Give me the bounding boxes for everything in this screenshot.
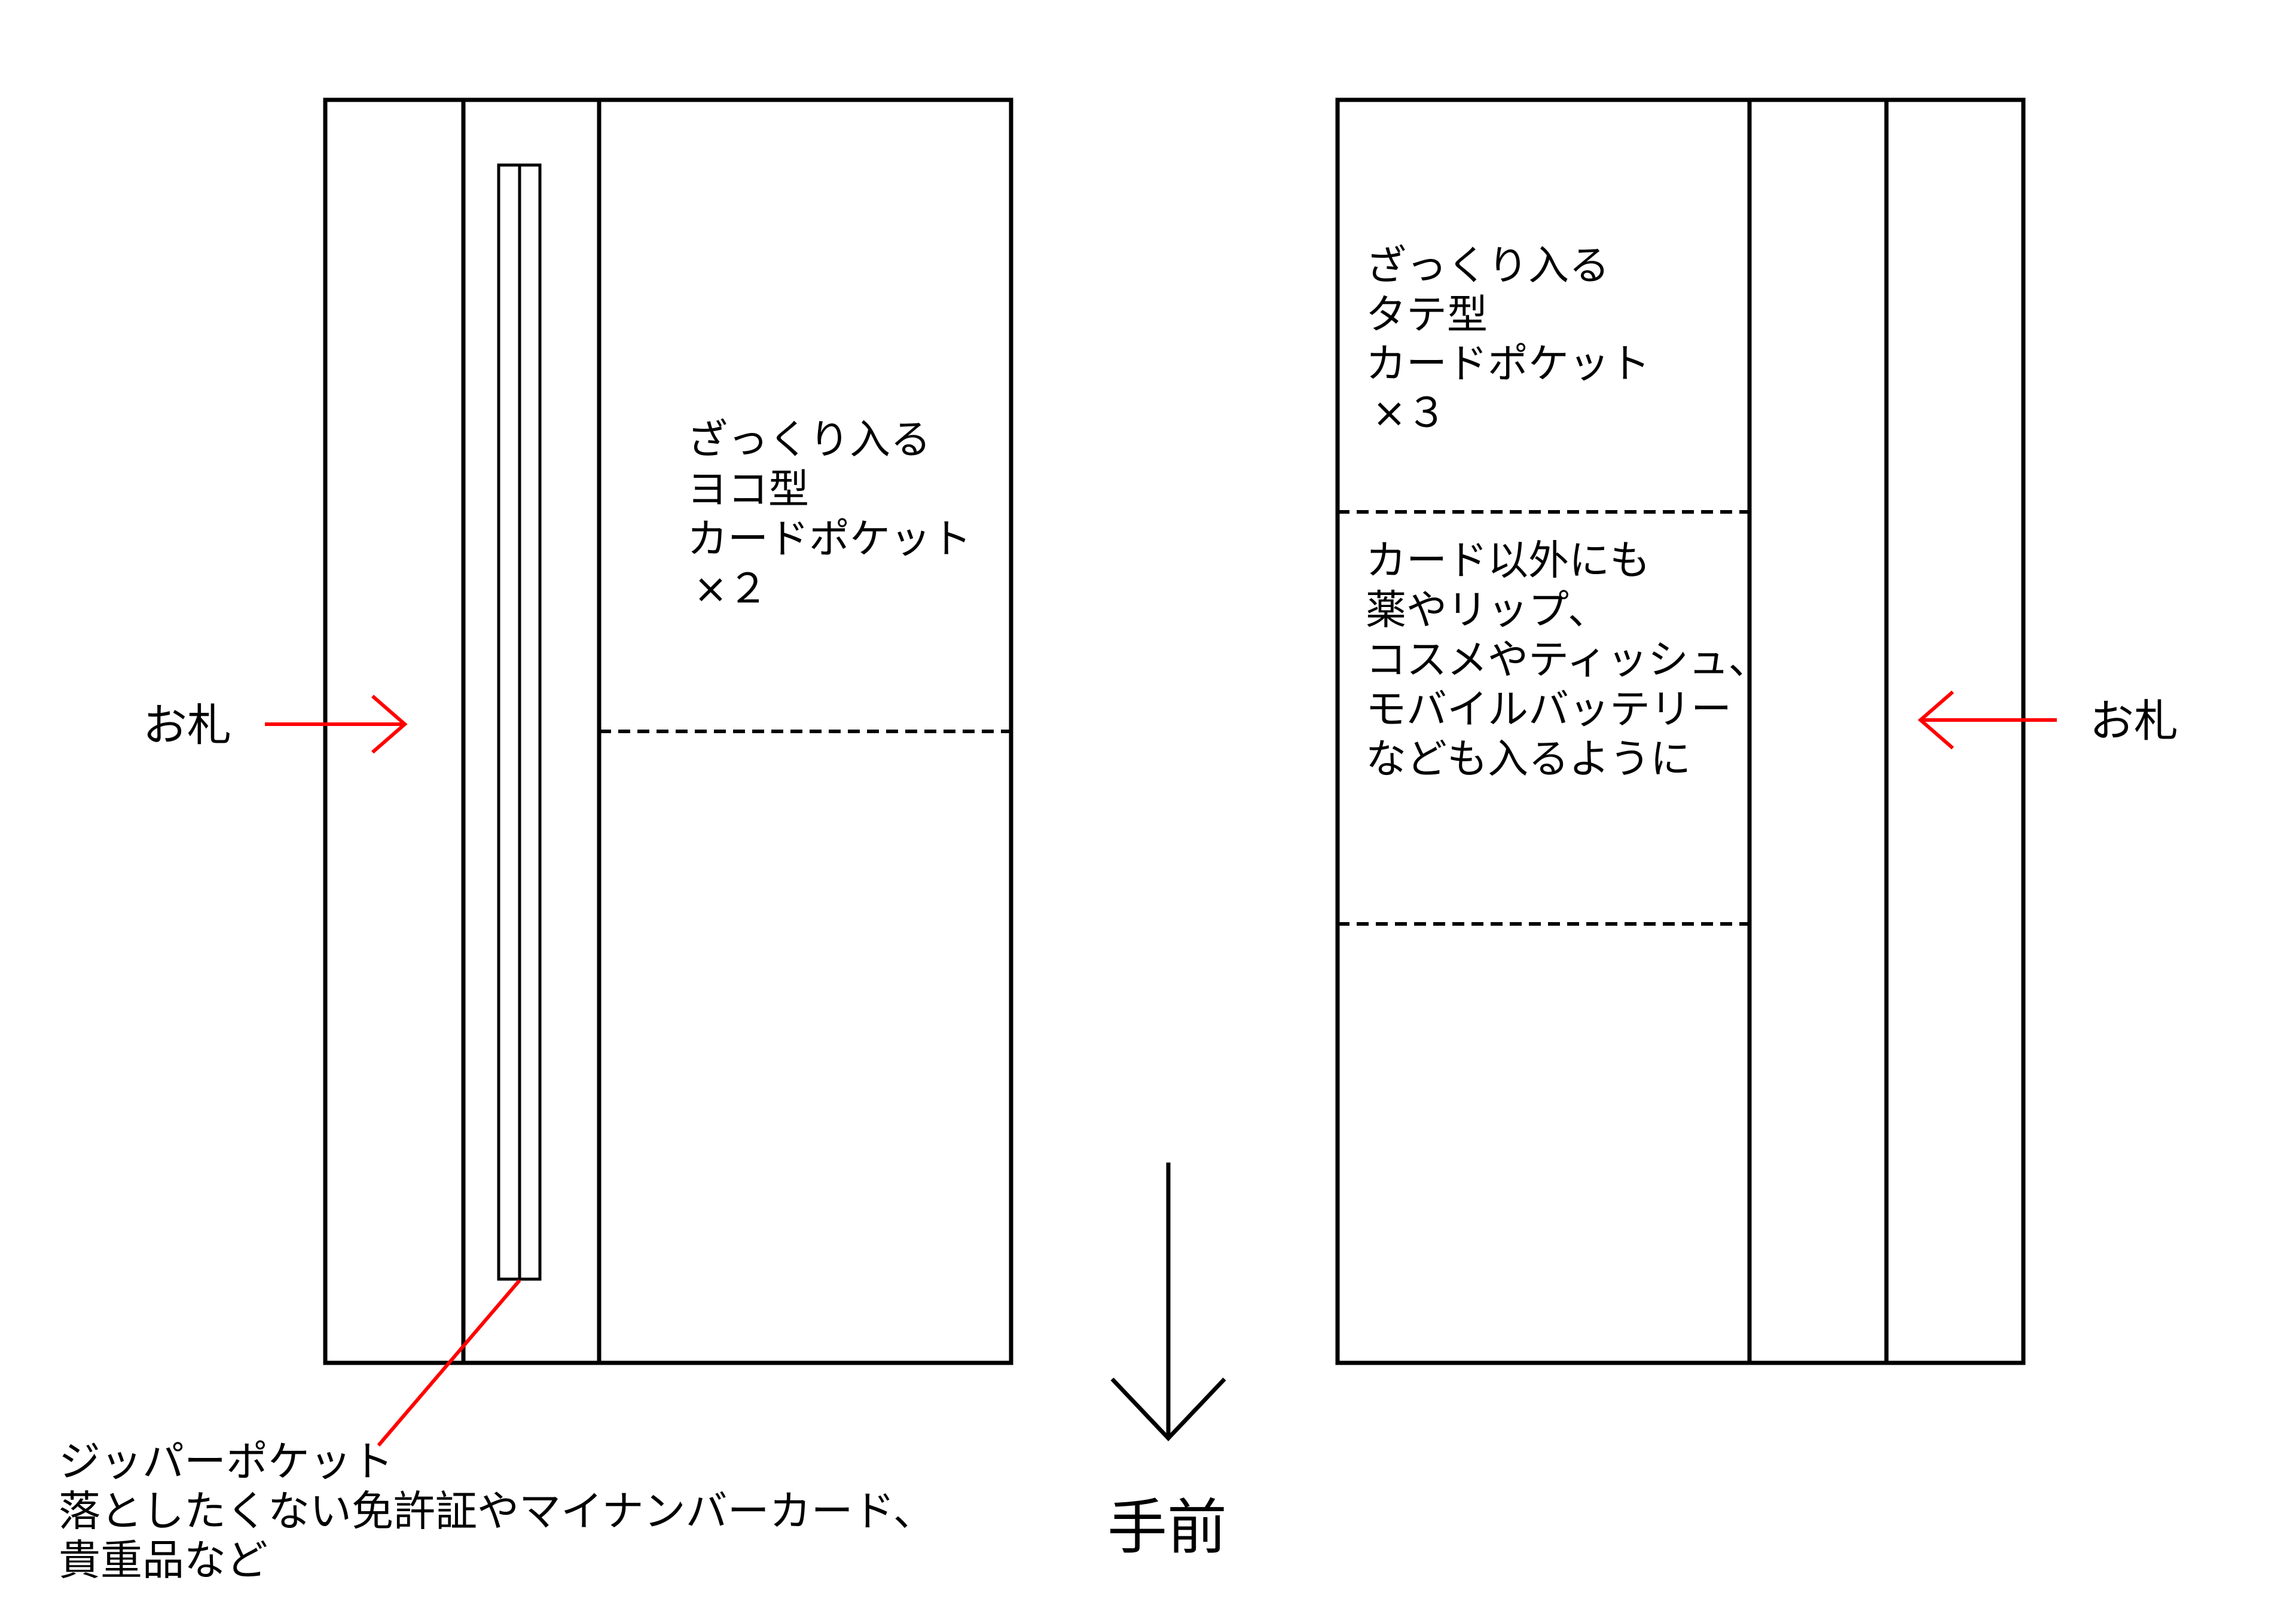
left-card-pocket-label-line: カードポケット [687, 516, 972, 563]
front-direction-arrow [1110, 1163, 1226, 1442]
left-card-pocket-label-line: ×２ [694, 566, 768, 613]
right-other-pocket-label-line: モバイルバッテリー [1366, 687, 1732, 734]
zipper-pocket [497, 163, 542, 1281]
left-card-pocket-label-line: ヨコ型 [687, 466, 809, 514]
right-card-pocket-label-line: ざっくり入る [1366, 243, 1610, 290]
right-panel: ざっくり入る タテ型 カードポケット ×３ カード以外にも 薬やリップ、 コスメ… [1335, 97, 2178, 1365]
right-other-pocket-label: カード以外にも 薬やリップ、 コスメやティッシュ、 モバイルバッテリー なども入… [1366, 538, 1769, 783]
right-card-pocket-label-line: カードポケット [1366, 341, 1650, 388]
left-bill-label: お札 [143, 700, 231, 751]
right-bill-label: お札 [2090, 695, 2178, 747]
right-card-pocket-label-line: ×３ [1372, 390, 1447, 437]
right-bill-arrow-head [1918, 690, 1954, 750]
left-panel: ざっくり入る ヨコ型 カードポケット ×２ お札 [143, 97, 1013, 1365]
right-other-pocket-label-line: なども入るように [1366, 736, 1691, 783]
right-other-pocket-label-line: 薬やリップ、 [1366, 587, 1608, 634]
right-card-pocket-label: ざっくり入る タテ型 カードポケット ×３ [1366, 243, 1650, 437]
left-bill-arrow [265, 694, 408, 754]
zipper-pocket-label-line: 貴重品など [59, 1536, 268, 1585]
front-arrow-head [1110, 1377, 1226, 1442]
right-bill-arrow [1918, 690, 2057, 750]
front-label: 手前 [1107, 1493, 1227, 1563]
zipper-pocket-label-line: 落としたくない免許証やマイナンバーカード、 [59, 1487, 935, 1536]
right-panel-outline [1335, 97, 2026, 1365]
right-other-pocket-label-line: カード以外にも [1366, 538, 1650, 585]
right-other-pocket-label-line: コスメやティッシュ、 [1366, 637, 1769, 684]
zipper-pointer-line [377, 1279, 521, 1447]
left-card-pocket-label: ざっくり入る ヨコ型 カードポケット ×２ [687, 417, 972, 613]
right-card-pocket-label-line: タテ型 [1366, 292, 1488, 339]
zipper-pocket-label: ジッパーポケット 落としたくない免許証やマイナンバーカード、 貴重品など [59, 1437, 935, 1585]
zipper-pocket-label-line: ジッパーポケット [59, 1437, 393, 1486]
left-bill-arrow-head [371, 694, 408, 754]
left-card-pocket-label-line: ざっくり入る [687, 417, 931, 464]
